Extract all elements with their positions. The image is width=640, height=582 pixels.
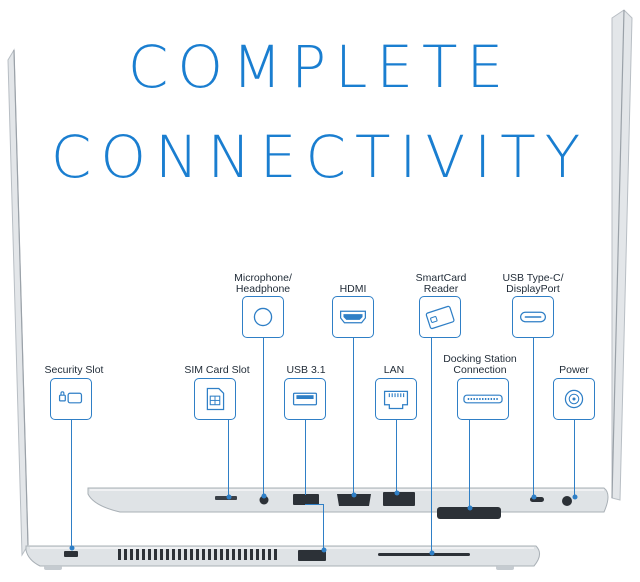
- callout-label-usb-type-c: USB Type-C/ DisplayPort: [502, 272, 564, 295]
- power-jack-icon: [553, 378, 595, 420]
- leader-line: [396, 419, 398, 493]
- leader-line: [71, 419, 73, 549]
- callout-label-power: Power: [559, 364, 589, 376]
- leader-line: [533, 338, 535, 497]
- leader-dot: [467, 505, 472, 511]
- lid-left-edge: [7, 48, 29, 557]
- callout-label-docking-station: Docking Station Connection: [443, 353, 517, 376]
- leader-line: [305, 419, 307, 495]
- leader-dot: [394, 490, 399, 496]
- leader-dot: [321, 547, 326, 553]
- docking-connector-icon: [457, 378, 509, 420]
- leader-line: [431, 338, 433, 553]
- smartcard-icon: [419, 296, 461, 338]
- leader-dot: [69, 545, 74, 551]
- ethernet-icon: [375, 378, 417, 420]
- callout-label-security-slot: Security Slot: [44, 364, 104, 376]
- leader-line: [323, 504, 325, 550]
- leader-dot: [429, 550, 434, 556]
- leader-dot: [226, 494, 231, 500]
- leader-line: [228, 419, 230, 497]
- lock-slot-icon: [50, 378, 92, 420]
- leader-line: [263, 338, 265, 496]
- leader-dot: [351, 492, 356, 498]
- callout-label-lan: LAN: [383, 364, 405, 376]
- leader-dot: [531, 494, 536, 500]
- usb-a-icon: [284, 378, 326, 420]
- leader-line: [353, 338, 355, 496]
- callout-label-usb-3-1: USB 3.1: [286, 364, 326, 376]
- headline-connectivity: CONNECTIVITY: [50, 123, 590, 191]
- headline-complete: COMPLETE: [127, 33, 513, 101]
- hdmi-icon: [332, 296, 374, 338]
- audio-jack-icon: [242, 296, 284, 338]
- leader-line: [574, 419, 576, 497]
- leader-line: [469, 419, 471, 508]
- callout-label-smartcard-reader: SmartCard Reader: [415, 272, 467, 295]
- callout-label-sim-card-slot: SIM Card Slot: [184, 364, 250, 376]
- leader-line: [305, 504, 323, 506]
- leader-dot: [261, 493, 266, 499]
- callout-label-hdmi: HDMI: [339, 283, 367, 295]
- leader-dot: [572, 494, 577, 500]
- callout-label-microphone-headphone: Microphone/ Headphone: [234, 272, 292, 295]
- sim-card-icon: [194, 378, 236, 420]
- usb-c-icon: [512, 296, 554, 338]
- lid-right-edge: [611, 9, 633, 501]
